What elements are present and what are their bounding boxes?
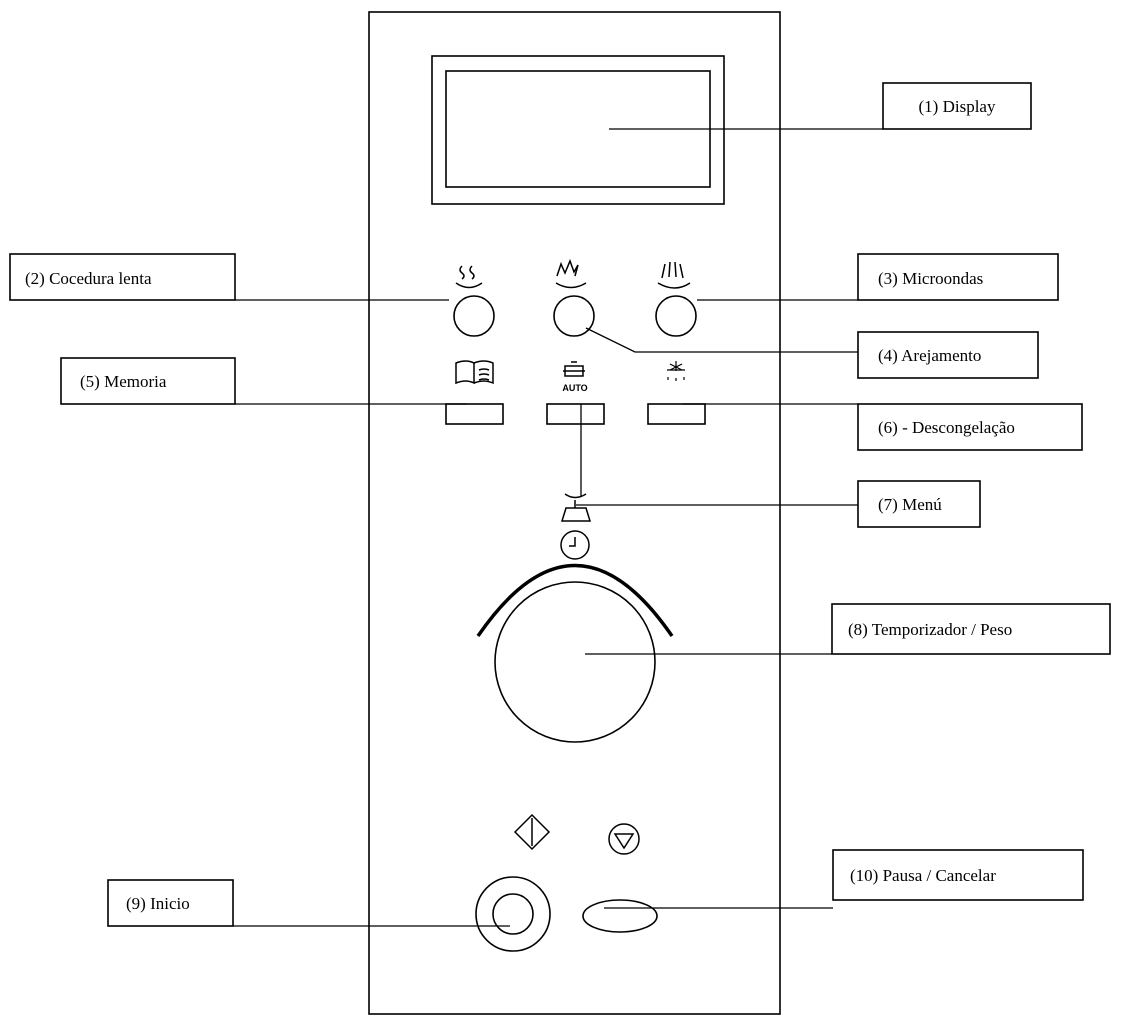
grill-button[interactable] [553, 295, 595, 337]
memory-button[interactable] [445, 403, 504, 425]
label-box-grill [857, 331, 1039, 379]
label-box-display [882, 82, 1032, 130]
stop-icon [608, 823, 640, 855]
pause-cancel-button[interactable] [582, 899, 658, 933]
label-memory: (5) Memoria [80, 372, 167, 391]
label-menu: (7) Menú [878, 495, 942, 514]
microwave-icon [657, 261, 691, 289]
timer-weight-dial[interactable] [494, 581, 656, 743]
label-box-microwave [857, 253, 1059, 301]
label-grill: (4) Arejamento [878, 346, 981, 365]
leader-lines [233, 128, 883, 927]
leader-grill [585, 327, 858, 353]
slow-cook-icon [455, 265, 483, 289]
clock-icon [560, 530, 590, 560]
label-box-start [107, 879, 234, 927]
slow-cook-button[interactable] [453, 295, 495, 337]
auto-cook-pot-icon [563, 361, 585, 377]
book-icon [455, 360, 494, 385]
label-pause-cancel: (10) Pausa / Cancelar [850, 866, 996, 885]
grill-icon [555, 258, 587, 289]
label-defrost: (6) - Descongelação [878, 418, 1015, 437]
auto-label: AUTO [562, 383, 587, 393]
label-box-memory [60, 357, 236, 405]
label-timer-weight: (8) Temporizador / Peso [848, 620, 1012, 639]
control-panel-frame [368, 11, 781, 1015]
microwave-button[interactable] [655, 295, 697, 337]
auto-menu-button[interactable] [546, 403, 605, 425]
defrost-button[interactable] [647, 403, 706, 425]
start-button[interactable] [475, 876, 551, 952]
label-box-timer-weight [831, 603, 1111, 655]
display-window [431, 55, 725, 205]
label-microwave: (3) Microondas [878, 269, 983, 288]
scale-icon [560, 493, 592, 522]
label-box-slow-cook [9, 253, 236, 301]
label-display: (1) Display [919, 97, 996, 116]
label-start: (9) Inicio [126, 894, 190, 913]
label-box-defrost [857, 403, 1083, 451]
label-slow-cook: (2) Cocedura lenta [25, 269, 152, 288]
dial-scale-arc [476, 563, 674, 637]
label-box-pause-cancel [832, 849, 1084, 901]
label-box-menu [857, 480, 981, 528]
start-icon [513, 813, 551, 851]
defrost-icon [667, 361, 685, 381]
